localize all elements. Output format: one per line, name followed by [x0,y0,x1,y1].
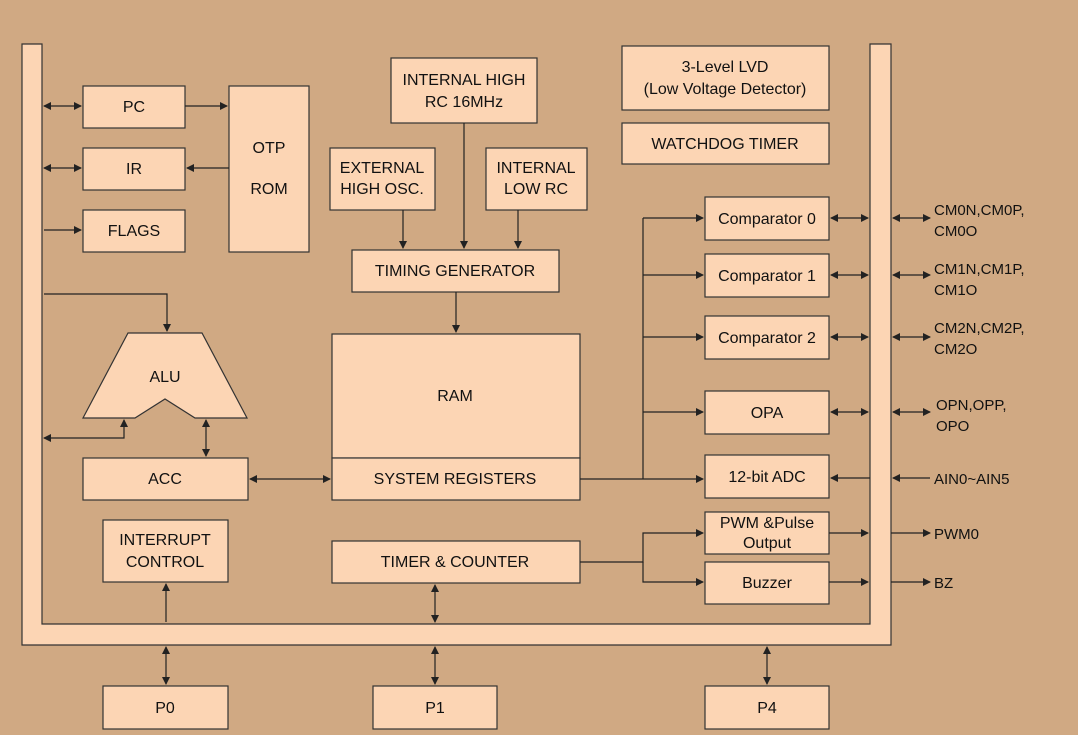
adc-label: 12-bit ADC [728,469,805,486]
int-low-label-2: LOW RC [504,181,568,198]
pc-label: PC [123,99,145,116]
internal-low-rc-block [485,147,588,211]
bus-alu-link [44,293,171,332]
ext-osc-label-1: EXTERNAL [340,160,425,177]
p0-label: P0 [155,700,175,717]
adc-block [704,454,830,499]
bz-pin-label: BZ [934,575,953,592]
acc-label: ACC [148,471,182,488]
interrupt-control-block [102,519,229,583]
comp1-label: Comparator 1 [718,268,816,285]
comparator-0-block [704,196,830,241]
flags-label: FLAGS [108,223,160,240]
pwm-pulse-output-block [704,511,830,555]
ir-block [82,147,186,191]
timer-buzzer-link [642,562,704,586]
pc-block [82,85,186,129]
ram-label: RAM [437,388,473,405]
acc-block [82,457,249,501]
watchdog-timer-block [621,122,830,165]
op-pin-label-1: OPN,OPP, [936,397,1007,414]
flags-block [82,209,186,253]
otp-label: OTP [253,140,286,157]
alu-bus-feedback [43,419,128,442]
cm1-pin-label-1: CM1N,CM1P, [934,261,1025,278]
timer-counter-block [331,540,581,584]
int-high-label-1: INTERNAL HIGH [403,72,526,89]
p1-label: P1 [425,700,445,717]
lvd-label-2: (Low Voltage Detector) [644,81,807,98]
watchdog-label: WATCHDOG TIMER [651,136,798,153]
pwm-label-2: Output [743,535,792,552]
comp0-label: Comparator 0 [718,211,816,228]
opa-block [704,390,830,435]
interrupt-label-1: INTERRUPT [119,532,211,549]
cm1-pin-label-2: CM1O [934,282,977,299]
internal-bus [21,43,892,646]
comp2-label: Comparator 2 [718,330,816,347]
cm2-pin-label-1: CM2N,CM2P, [934,320,1025,337]
pwm-label-1: PWM &Pulse [720,515,814,532]
alu-label: ALU [149,369,180,386]
timing-generator-block [351,249,560,293]
interrupt-label-2: CONTROL [126,554,204,571]
comparator-2-block [704,315,830,360]
rom-label: ROM [250,181,287,198]
p0-block [102,685,229,730]
opa-label: OPA [751,405,784,422]
timing-label: TIMING GENERATOR [375,263,535,280]
cm0-pin-label-1: CM0N,CM0P, [934,202,1025,219]
p4-label: P4 [757,700,777,717]
ram-block [331,333,581,459]
lvd-block [621,45,830,111]
p1-block [372,685,498,730]
buzzer-block [704,561,830,605]
buzzer-label: Buzzer [742,575,792,592]
ir-label: IR [126,161,142,178]
pwm0-pin-label: PWM0 [934,526,979,543]
cm0-pin-label-2: CM0O [934,223,977,240]
op-pin-label-2: OPO [936,418,969,435]
int-low-label-1: INTERNAL [496,160,575,177]
system-registers-block [331,457,581,501]
lvd-label-1: 3-Level LVD [682,59,769,76]
ain-pin-label: AIN0~AIN5 [934,471,1009,488]
timer-label: TIMER & COUNTER [381,554,529,571]
alu-block [82,332,248,419]
int-high-label-2: RC 16MHz [425,94,503,111]
cm2-pin-label-2: CM2O [934,341,977,358]
comparator-1-block [704,253,830,298]
external-high-osc-block [329,147,436,211]
sysreg-label: SYSTEM REGISTERS [374,471,537,488]
internal-high-rc-block [390,57,538,124]
timer-pwm-link [580,529,704,563]
ext-osc-label-2: HIGH OSC. [340,181,424,198]
otp-rom-block [228,85,310,253]
p4-block [704,685,830,730]
